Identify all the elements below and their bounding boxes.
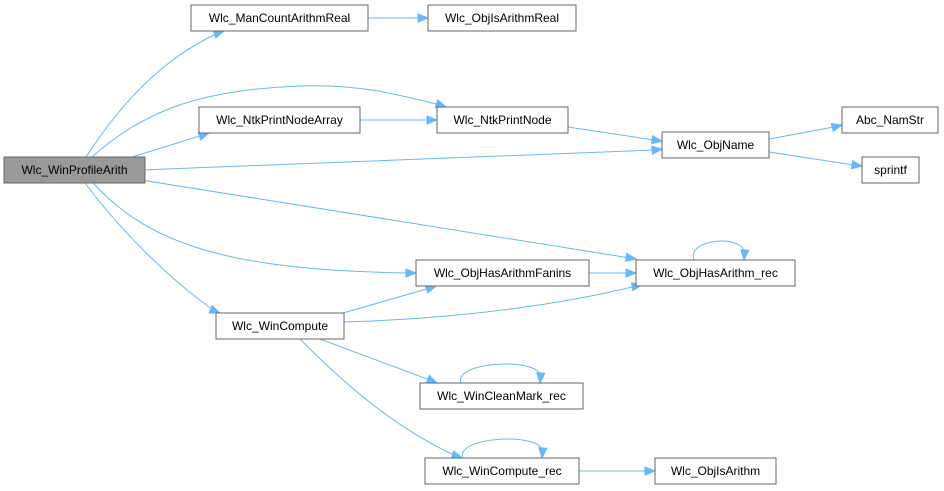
arrowhead-icon xyxy=(850,159,864,170)
node-computerec[interactable]: Wlc_WinCompute_rec xyxy=(424,457,580,485)
arrowhead-icon xyxy=(450,450,464,460)
arrowhead-icon xyxy=(740,249,750,262)
arrowhead-icon xyxy=(212,29,226,39)
arrowhead-icon xyxy=(644,466,657,476)
edge-line xyxy=(299,338,457,457)
node-objname[interactable]: Wlc_ObjName xyxy=(661,131,770,159)
node-hasfanins[interactable]: Wlc_ObjHasArithmFanins xyxy=(415,259,590,287)
node-root[interactable]: Wlc_WinProfileArith xyxy=(3,156,146,184)
node-label: Wlc_ObjHasArithm_rec xyxy=(653,266,778,280)
arrowhead-icon xyxy=(417,13,430,23)
edge-line xyxy=(692,240,745,261)
node-box xyxy=(424,457,580,485)
self-loop-computerec xyxy=(462,438,548,460)
node-box xyxy=(436,106,569,134)
node-label: Wlc_ManCountArithmReal xyxy=(209,11,350,25)
arrowhead-icon xyxy=(424,284,438,294)
arrowhead-icon xyxy=(197,131,211,141)
node-label: Wlc_WinCompute_rec xyxy=(442,464,561,478)
node-label: Wlc_ObjName xyxy=(677,138,755,152)
edge-printnode-to-objname xyxy=(567,126,664,145)
edge-line xyxy=(140,179,631,259)
node-box xyxy=(215,312,345,340)
node-label: sprintf xyxy=(874,163,907,177)
node-box xyxy=(3,156,146,184)
node-label: Wlc_NtkPrintNodeArray xyxy=(216,113,343,127)
arrowhead-icon xyxy=(425,374,439,384)
node-isarith[interactable]: Wlc_ObjIsArithm xyxy=(654,457,777,485)
edge-root-to-objname xyxy=(140,145,664,171)
arrowhead-icon xyxy=(624,252,638,262)
arrowhead-icon xyxy=(650,134,664,145)
node-label: Wlc_ObjIsArithm xyxy=(671,464,760,478)
edge-line xyxy=(567,126,655,141)
edge-line xyxy=(140,149,655,171)
edge-line xyxy=(91,85,441,158)
node-mancount[interactable]: Wlc_ManCountArithmReal xyxy=(190,4,369,32)
node-namstr[interactable]: Abc_NamStr xyxy=(841,106,939,134)
edge-line xyxy=(319,338,431,381)
edges-layer xyxy=(84,13,864,476)
edge-hasfanins-to-hasrec xyxy=(589,268,638,278)
arrowhead-icon xyxy=(625,268,638,278)
node-box xyxy=(635,259,796,287)
node-label: Wlc_ObjIsArithmReal xyxy=(445,11,559,25)
edge-wincompute-to-cleanmark xyxy=(319,338,439,384)
arrowhead-icon xyxy=(538,447,548,460)
node-box xyxy=(419,382,584,410)
node-hasrec[interactable]: Wlc_ObjHasArithm_rec xyxy=(635,259,796,287)
arrowhead-icon xyxy=(208,304,222,314)
arrowhead-icon xyxy=(434,99,448,109)
edge-root-to-wincompute xyxy=(84,182,222,314)
edge-line xyxy=(342,287,431,314)
edge-line xyxy=(92,182,409,274)
node-printnode[interactable]: Wlc_NtkPrintNode xyxy=(436,106,569,134)
edge-line xyxy=(460,363,541,384)
edge-wincompute-to-hasfanins xyxy=(342,284,438,314)
edge-objname-to-sprintf xyxy=(768,151,864,170)
edge-root-to-hasrec xyxy=(140,179,638,262)
arrowhead-icon xyxy=(536,372,546,385)
edge-root-to-printarr xyxy=(131,131,211,158)
edge-printarr-to-printnode xyxy=(360,115,439,125)
arrowhead-icon xyxy=(426,115,439,125)
nodes-layer: Wlc_WinProfileArith Wlc_ManCountArithmRea… xyxy=(3,4,939,485)
node-label: Wlc_ObjHasArithmFanins xyxy=(434,266,571,280)
node-cleanmark[interactable]: Wlc_WinCleanMark_rec xyxy=(419,382,584,410)
node-box xyxy=(198,106,361,134)
edge-line xyxy=(131,134,204,158)
node-box xyxy=(427,4,577,32)
node-wincompute[interactable]: Wlc_WinCompute xyxy=(215,312,345,340)
edge-computerec-to-isarith xyxy=(579,466,657,476)
node-label: Wlc_WinProfileArith xyxy=(21,163,127,177)
edge-line xyxy=(85,32,219,158)
edge-mancount-to-isarithreal xyxy=(368,13,430,23)
edge-wincompute-to-hasrec xyxy=(343,282,644,323)
edge-objname-to-namstr xyxy=(768,122,844,140)
edge-line xyxy=(768,151,855,166)
arrowhead-icon xyxy=(405,268,418,278)
node-box xyxy=(661,131,770,159)
node-label: Wlc_NtkPrintNode xyxy=(453,113,551,127)
node-box xyxy=(841,106,939,134)
node-box xyxy=(654,457,777,485)
node-box xyxy=(190,4,369,32)
self-loop-cleanmark xyxy=(460,363,546,385)
edge-line xyxy=(462,438,543,459)
node-label: Wlc_WinCleanMark_rec xyxy=(437,389,566,403)
node-label: Wlc_WinCompute xyxy=(232,319,328,333)
edge-line xyxy=(84,182,216,312)
node-isarithreal[interactable]: Wlc_ObjIsArithmReal xyxy=(427,4,577,32)
arrowhead-icon xyxy=(650,145,664,156)
node-label: Abc_NamStr xyxy=(856,113,924,127)
node-sprintf[interactable]: sprintf xyxy=(861,156,920,184)
node-box xyxy=(861,156,920,184)
edge-line xyxy=(343,285,637,323)
self-loop-hasrec xyxy=(692,240,750,262)
edge-line xyxy=(768,126,835,140)
node-box xyxy=(415,259,590,287)
node-printarr[interactable]: Wlc_NtkPrintNodeArray xyxy=(198,106,361,134)
edge-root-to-hasfanins xyxy=(92,182,418,278)
arrowhead-icon xyxy=(830,122,844,133)
